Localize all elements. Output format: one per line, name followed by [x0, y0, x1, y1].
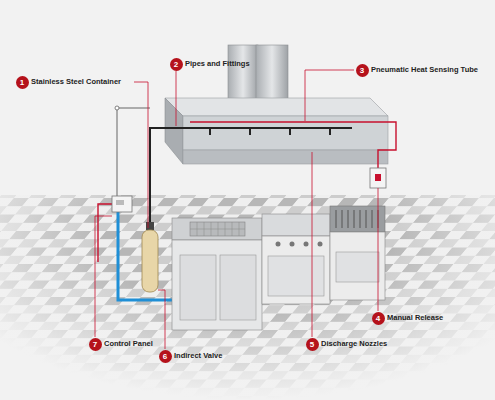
- grate: [336, 210, 378, 228]
- callout-label: Stainless Steel Container: [31, 77, 121, 87]
- callout-number: 2: [170, 58, 183, 71]
- duct: [228, 45, 258, 103]
- callout-label: Control Panel: [104, 339, 153, 349]
- callout-label: Pipes and Fittings: [185, 59, 250, 69]
- panel-box: [112, 196, 132, 212]
- valve: [146, 222, 154, 230]
- grill-door: [336, 252, 379, 282]
- fryer: [172, 218, 262, 330]
- release-box: [370, 168, 386, 188]
- callout-number: 6: [159, 350, 172, 363]
- pipe: [117, 108, 118, 196]
- callout-number: 5: [306, 338, 319, 351]
- callout-number: 3: [356, 64, 369, 77]
- range-front: [262, 236, 330, 304]
- leader-line: [378, 188, 379, 311]
- control-panel: [112, 196, 132, 212]
- fryer-basket: [190, 222, 245, 236]
- knob: [304, 242, 309, 247]
- detection-line: [98, 204, 112, 262]
- callout-label: Pneumatic Heat Sensing Tube: [371, 65, 478, 75]
- agent-pipe: [150, 128, 352, 228]
- panel-display: [116, 200, 124, 205]
- grill-front: [330, 232, 385, 300]
- leader-line: [95, 216, 112, 337]
- callout-number: 7: [89, 338, 102, 351]
- container: [142, 230, 158, 292]
- manual-release: [370, 168, 386, 188]
- floor-fade: [0, 150, 495, 400]
- hood-top: [165, 98, 388, 116]
- cabinet-door: [220, 255, 256, 320]
- fryer-front: [172, 240, 262, 330]
- callout-number: 4: [372, 312, 385, 325]
- leader-lines: [95, 70, 378, 349]
- leader-line: [158, 290, 165, 349]
- callout-label: Manual Release: [387, 313, 443, 323]
- knob: [290, 242, 295, 247]
- release-button: [375, 174, 381, 181]
- callout-label: Discharge Nozzles: [321, 339, 387, 349]
- callout-label: Indirect Valve: [174, 351, 222, 361]
- hood-side: [165, 98, 183, 164]
- exhaust-duct: [228, 45, 288, 103]
- cylinder: [142, 222, 158, 292]
- oven-door: [268, 256, 324, 296]
- leader-line: [176, 71, 177, 126]
- hood-band: [183, 150, 388, 164]
- hood-front: [183, 116, 388, 150]
- callout-number: 1: [16, 76, 29, 89]
- fitting: [115, 106, 119, 110]
- range: [262, 214, 330, 304]
- pipe: [117, 108, 150, 109]
- leader-line: [312, 152, 313, 337]
- grill-top: [330, 206, 385, 232]
- leader-line: [305, 70, 354, 121]
- knob: [276, 242, 281, 247]
- nozzle: [210, 128, 330, 135]
- fryer-top: [172, 218, 262, 240]
- basket-grid: [190, 222, 245, 236]
- knob: [318, 242, 323, 247]
- griddle-top: [262, 214, 330, 236]
- grill: [330, 206, 385, 300]
- leader-line: [134, 82, 148, 228]
- heat-sensing-tube: [190, 122, 396, 168]
- duct: [256, 45, 288, 103]
- floor: [0, 150, 495, 400]
- hood: [165, 98, 388, 164]
- cabinet-door: [180, 255, 216, 320]
